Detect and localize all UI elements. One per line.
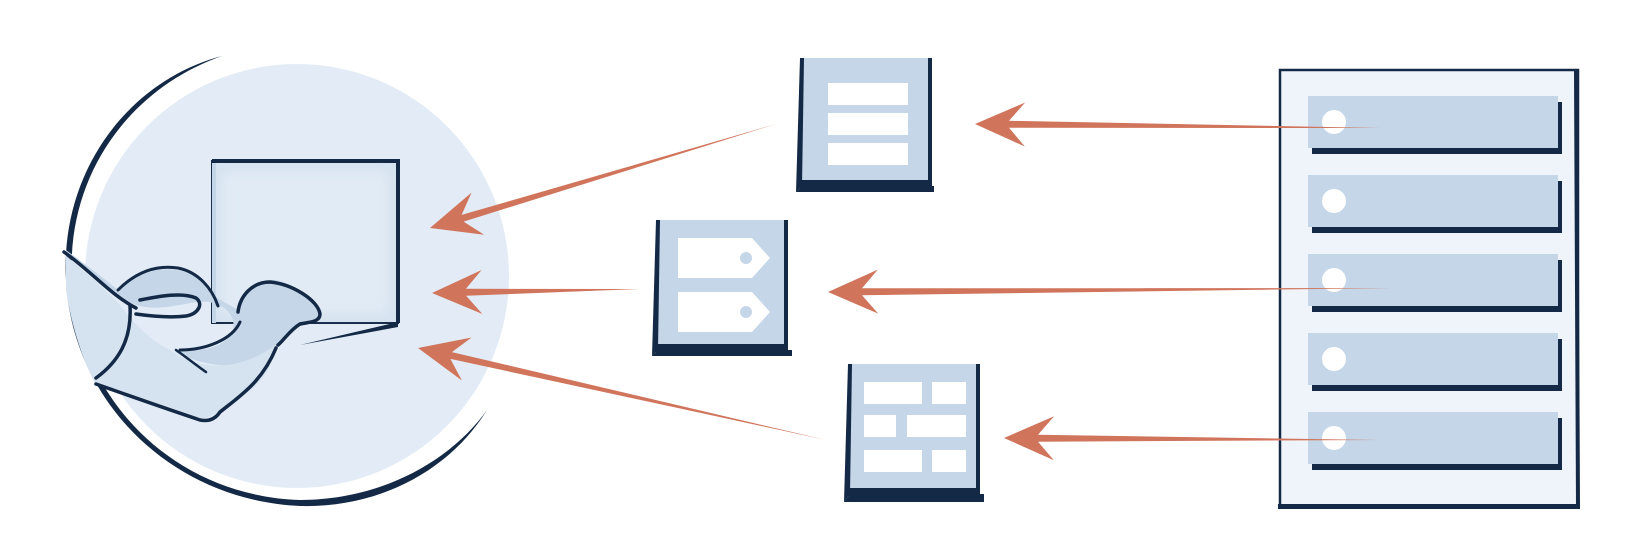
server-slot	[1308, 96, 1562, 154]
list-document-icon	[796, 58, 934, 192]
server-slot	[1308, 175, 1562, 233]
server-slot-led	[1322, 110, 1346, 134]
data-flow-arrows	[418, 102, 1392, 461]
hand-sleeve	[66, 256, 280, 419]
server-slot	[1308, 412, 1562, 470]
device-screen	[211, 159, 400, 345]
list-line-3	[828, 143, 908, 165]
server-slot	[1308, 254, 1562, 312]
server-slot-led	[1322, 189, 1346, 213]
arrow-server-to-list-data	[975, 102, 1380, 147]
arrow-tag-data-to-client	[432, 270, 640, 314]
arrow-server-to-table-data	[1004, 416, 1378, 461]
tag-document-icon	[652, 220, 792, 356]
server-rack-icon	[1278, 68, 1580, 509]
server-slot-led	[1322, 426, 1346, 450]
tag-shape-2	[678, 292, 770, 332]
tag-hole-1	[740, 252, 752, 264]
table-document-icon	[844, 364, 984, 502]
tag-hole-2	[740, 306, 752, 318]
arrow-server-to-tag-data	[828, 269, 1392, 314]
hand-outline	[62, 250, 322, 423]
hand-holding-device-icon	[62, 56, 509, 507]
server-slot-led	[1322, 347, 1346, 371]
list-line-2	[828, 113, 908, 135]
table-cells	[864, 382, 966, 472]
server-slot-led	[1322, 268, 1346, 292]
list-line-1	[828, 83, 908, 105]
arrow-list-data-to-client	[430, 124, 776, 235]
server-slot	[1308, 333, 1562, 391]
server-slots	[1308, 96, 1562, 470]
tag-shape-1	[678, 238, 770, 278]
hand-arm	[66, 250, 320, 366]
